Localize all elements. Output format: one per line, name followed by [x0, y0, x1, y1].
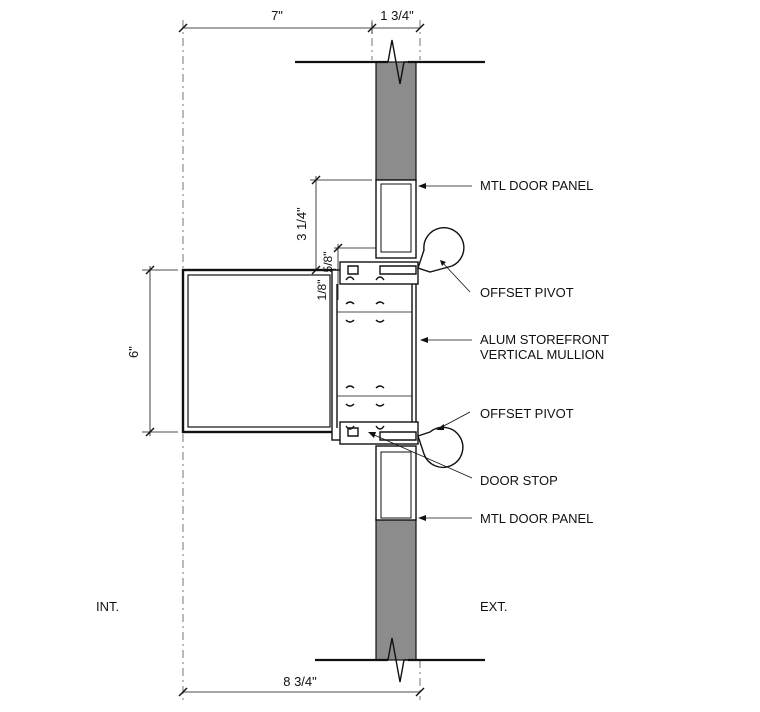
storefront-mullion: [181, 261, 419, 445]
offset-pivot-top: [417, 227, 465, 273]
wall-section: [295, 39, 485, 683]
door-panel-top: [375, 179, 417, 259]
label-interior: INT.: [96, 599, 119, 614]
bottom-dimension: [178, 687, 425, 697]
dimension-8-3-4in: 8 3/4": [283, 674, 317, 689]
label-door-panel-bottom: MTL DOOR PANEL: [480, 511, 593, 526]
label-door-panel-top: MTL DOOR PANEL: [480, 178, 593, 193]
dimension-1-8in: 1/8": [315, 280, 329, 301]
height-dimension: [142, 265, 178, 437]
label-mullion-line1: ALUM STOREFRONT: [480, 332, 609, 347]
dimension-3-1-4in: 3 1/4": [294, 207, 309, 241]
label-exterior: EXT.: [480, 599, 507, 614]
door-panel-bottom: [375, 445, 417, 521]
leader-lines: [368, 183, 473, 521]
offset-pivot-bottom: [417, 426, 464, 469]
dimension-6in: 6": [126, 346, 141, 358]
label-door-stop: DOOR STOP: [480, 473, 558, 488]
small-dimensions: [333, 243, 376, 300]
label-offset-pivot-bottom: OFFSET PIVOT: [480, 406, 574, 421]
label-mullion-line2: VERTICAL MULLION: [480, 347, 604, 362]
panel-offset-dimension: [310, 175, 372, 275]
label-offset-pivot-top: OFFSET PIVOT: [480, 285, 574, 300]
dimension-1-3-4in: 1 3/4": [380, 8, 414, 23]
dimension-5-8in: 5/8": [321, 252, 335, 273]
top-dimension: [178, 22, 425, 34]
dimension-7in: 7": [271, 8, 283, 23]
